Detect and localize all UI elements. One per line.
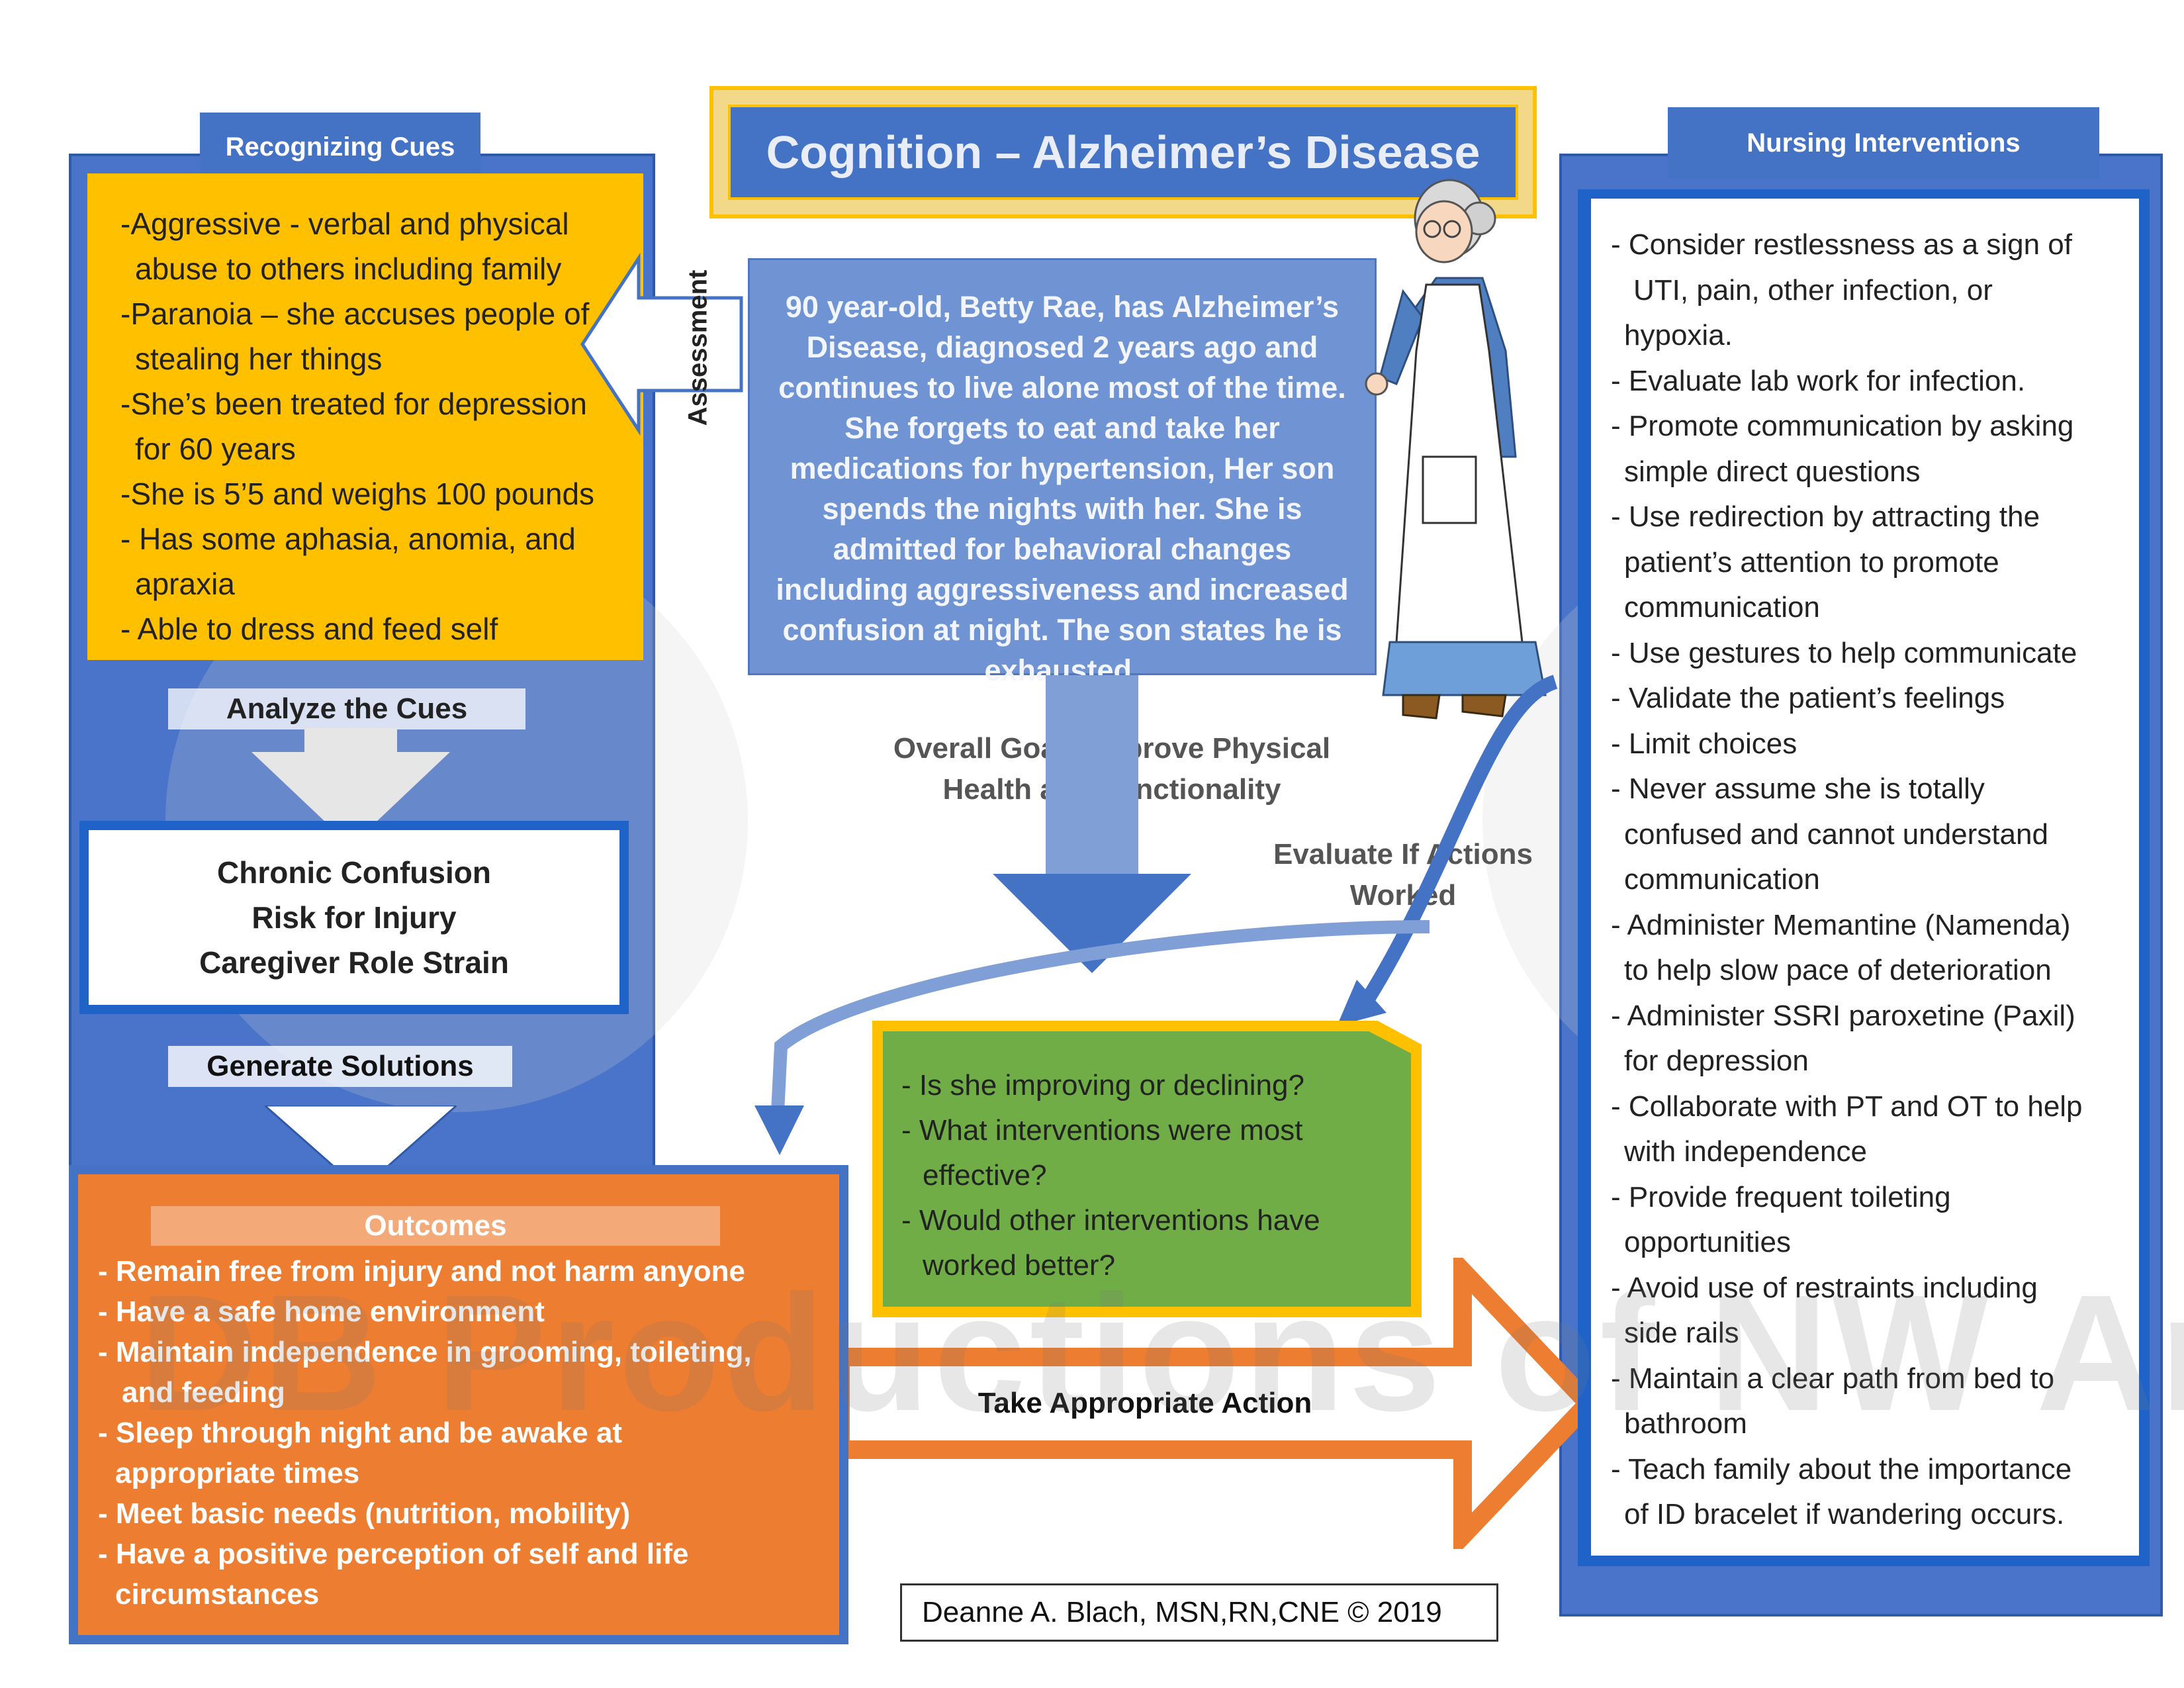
nursing-interventions-inner: - Consider restlessness as a sign of UTI… — [1591, 199, 2139, 1556]
cue-line: -She’s been treated for depression — [120, 387, 587, 421]
intervention-line: - Collaborate with PT and OT to help — [1611, 1090, 2083, 1123]
assessment-arrow — [580, 252, 743, 436]
evaluation-question: - Would other interventions have — [901, 1204, 1320, 1237]
credit-box: Deanne A. Blach, MSN,RN,CNE © 2019 — [900, 1583, 1498, 1642]
nursing-interventions-tab: Nursing Interventions — [1668, 107, 2099, 179]
cues-list: -Aggressive - verbal and physical abuse … — [120, 201, 643, 651]
intervention-line: bathroom — [1624, 1407, 1747, 1440]
outcome-line: - Remain free from injury and not harm a… — [98, 1255, 745, 1288]
intervention-line: - Maintain a clear path from bed to — [1611, 1362, 2055, 1395]
intervention-line: communication — [1624, 591, 1820, 624]
cue-line: - Has some aphasia, anomia, and — [120, 522, 576, 556]
intervention-line: - Limit choices — [1611, 727, 1797, 760]
outcome-line: - Have a positive perception of self and… — [98, 1538, 689, 1570]
goal-down-arrow — [993, 675, 1191, 973]
cue-line: - Able to dress and feed self — [120, 612, 498, 646]
diagnosis-risk-for-injury: Risk for Injury — [251, 900, 457, 935]
intervention-line: patient’s attention to promote — [1624, 545, 1999, 579]
diagnosis-chronic-confusion: Chronic Confusion — [217, 855, 491, 890]
evaluate-label: Evaluate If Actions Worked — [1273, 838, 1533, 912]
cue-line: -Paranoia – she accuses people of — [120, 297, 590, 331]
case-study-box: 90 year-old, Betty Rae, has Alzheimer’s … — [748, 258, 1377, 687]
intervention-line: simple direct questions — [1624, 455, 1921, 488]
intervention-line: communication — [1624, 863, 1820, 896]
analyze-label-bg — [168, 688, 525, 729]
intervention-line: - Provide frequent toileting — [1611, 1180, 1951, 1213]
intervention-line: - Teach family about the importance — [1611, 1452, 2072, 1485]
recognizing-cues-box: -Aggressive - verbal and physical abuse … — [87, 173, 643, 660]
intervention-line: - Promote communication by asking — [1611, 410, 2074, 442]
intervention-line: - Consider restlessness as a sign of — [1611, 228, 2072, 261]
evaluation-inner: - Is she improving or declining? - What … — [883, 1031, 1411, 1307]
generate-label: Generate Solutions — [206, 1050, 474, 1082]
diagnoses-box: Chronic Confusion Risk for Injury Caregi… — [79, 821, 629, 1014]
case-study-text: 90 year-old, Betty Rae, has Alzheimer’s … — [776, 290, 1349, 687]
page-title: Cognition – Alzheimer’s Disease — [766, 126, 1480, 178]
generate-arrow — [265, 1105, 457, 1192]
interventions-list: - Consider restlessness as a sign of UTI… — [1611, 222, 2139, 1538]
diagnosis-caregiver-role-strain: Caregiver Role Strain — [199, 945, 509, 980]
grandmother-illustration — [1365, 179, 1547, 720]
intervention-line: hypoxia. — [1624, 319, 1733, 352]
outcome-line: appropriate times — [115, 1457, 360, 1489]
outcome-line: - Meet basic needs (nutrition, mobility) — [98, 1497, 631, 1530]
intervention-line: of ID bracelet if wandering occurs. — [1624, 1498, 2065, 1530]
take-action-arrow — [834, 1258, 1595, 1549]
evaluation-questions: - Is she improving or declining? - What … — [901, 1063, 1411, 1288]
intervention-line: - Administer Memantine (Namenda) — [1611, 908, 2071, 941]
outcome-line: - Have a safe home environment — [98, 1295, 545, 1328]
cue-line: abuse to others including family — [135, 252, 562, 286]
intervention-line: side rails — [1624, 1317, 1739, 1349]
intervention-line: with independence — [1624, 1135, 1867, 1168]
cue-line: stealing her things — [135, 342, 383, 376]
intervention-line: UTI, pain, other infection, or — [1633, 273, 1993, 306]
cue-line: -Aggressive - verbal and physical — [120, 207, 569, 241]
evaluation-question: worked better? — [923, 1249, 1116, 1282]
take-action-label: Take Appropriate Action — [978, 1387, 1312, 1419]
intervention-line: confused and cannot understand — [1624, 818, 2048, 851]
outcomes-box: Outcomes - Remain free from injury and n… — [69, 1165, 848, 1644]
intervention-line: opportunities — [1624, 1226, 1791, 1258]
intervention-line: - Use gestures to help communicate — [1611, 636, 2077, 669]
intervention-line: - Use redirection by attracting the — [1611, 500, 2040, 533]
intervention-line: to help slow pace of deterioration — [1624, 954, 2052, 986]
cue-line: -She is 5’5 and weighs 100 pounds — [120, 477, 595, 511]
outcome-line: and feeding — [122, 1376, 285, 1409]
title-box: Cognition – Alzheimer’s Disease — [728, 105, 1518, 200]
analyze-arrow — [251, 728, 450, 846]
outcome-line: circumstances — [115, 1578, 320, 1611]
analyze-label: Analyze the Cues — [226, 692, 468, 725]
evaluation-question: - Is she improving or declining? — [901, 1069, 1304, 1102]
cue-line: apraxia — [135, 567, 235, 601]
evaluation-question: - What interventions were most — [901, 1114, 1303, 1147]
intervention-line: for depression — [1624, 1045, 1809, 1077]
outcomes-title: Outcomes — [151, 1206, 720, 1246]
intervention-line: - Evaluate lab work for infection. — [1611, 364, 2026, 397]
intervention-line: - Validate the patient’s feelings — [1611, 682, 2005, 714]
outcome-line: - Maintain independence in grooming, toi… — [98, 1336, 752, 1368]
recognizing-cues-tab: Recognizing Cues — [200, 113, 480, 181]
outcome-line: - Sleep through night and be awake at — [98, 1417, 623, 1449]
intervention-line: - Avoid use of restraints including — [1611, 1271, 2038, 1304]
credit-text: Deanne A. Blach, MSN,RN,CNE © 2019 — [922, 1596, 1442, 1628]
evaluation-question: effective? — [923, 1159, 1047, 1192]
intervention-line: - Administer SSRI paroxetine (Paxil) — [1611, 999, 2075, 1032]
outcomes-list: - Remain free from injury and not harm a… — [98, 1251, 839, 1615]
intervention-line: - Never assume she is totally — [1611, 773, 1985, 805]
cue-line: for 60 years — [135, 432, 296, 466]
generate-label-bg — [168, 1046, 512, 1087]
